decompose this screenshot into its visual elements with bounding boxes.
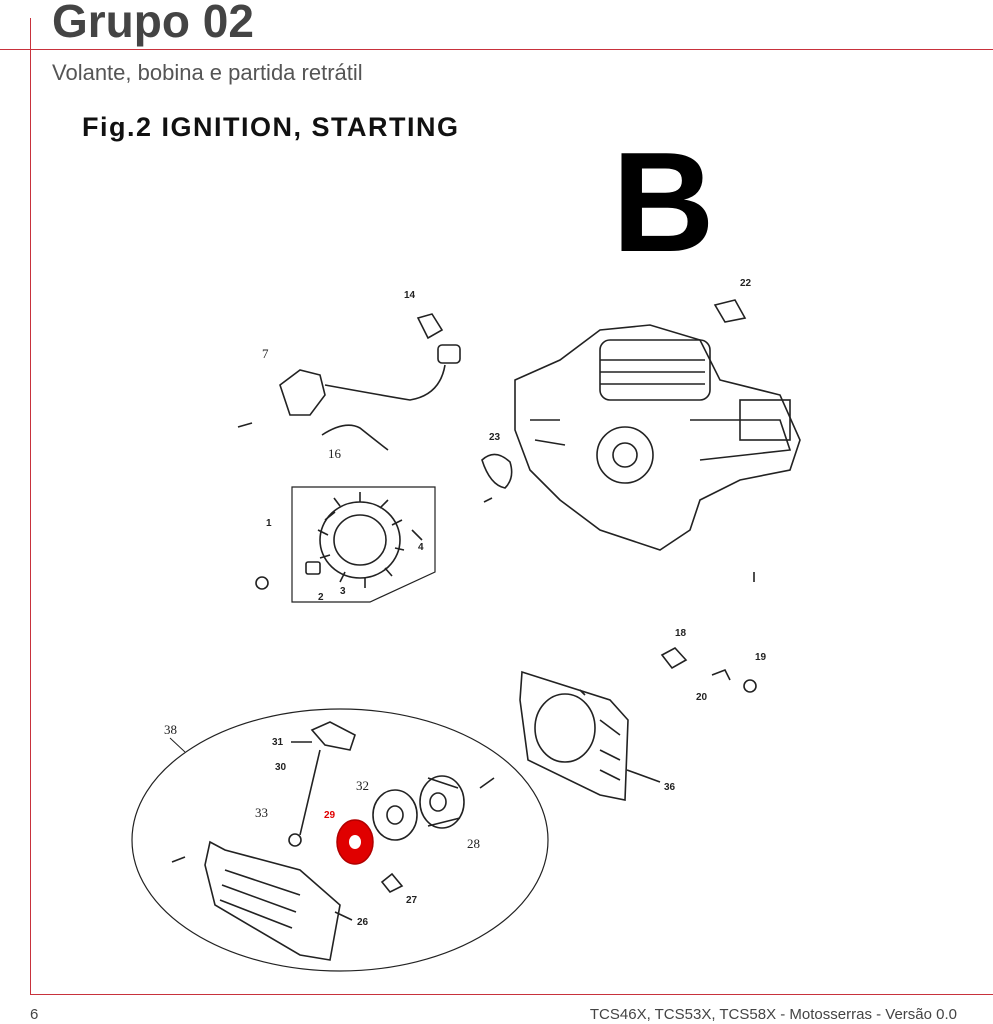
starter-handle: [310, 721, 356, 751]
part-33-spring: [288, 833, 302, 847]
page-number: 6: [30, 1006, 39, 1023]
flywheel: [255, 492, 423, 590]
label-29: 29: [324, 810, 336, 821]
footer-doc-info: TCS46X, TCS53X, TCS58X - Motosserras - V…: [589, 1006, 957, 1023]
starter-rope: [299, 749, 321, 836]
header-rule: [0, 49, 993, 50]
label-28: 28: [467, 836, 480, 851]
label-23: 23: [489, 432, 501, 443]
starter-housing: [171, 840, 353, 961]
label-33: 33: [255, 805, 268, 820]
part-27-pawl: [380, 872, 404, 894]
label-14: 14: [404, 290, 416, 301]
starter-pulley: [419, 775, 495, 829]
part-29-recoil-spring-highlighted: [336, 819, 374, 865]
starter-cover: [519, 670, 661, 801]
label-27: 27: [406, 895, 418, 906]
part-20-bolt: [711, 668, 731, 681]
label-2: 2: [318, 592, 324, 603]
part-22-bracket: [713, 299, 747, 323]
label-36: 36: [664, 782, 676, 793]
label-3: 3: [340, 586, 346, 597]
part-32-plate: [372, 789, 418, 841]
label-32: 32: [356, 778, 369, 793]
label-22: 22: [740, 278, 752, 289]
flywheel-callout-box: [291, 486, 436, 603]
recoil-starter-callout: [131, 708, 549, 972]
figure-title: Fig.2 IGNITION, STARTING: [82, 112, 460, 142]
label-19: 19: [755, 652, 767, 663]
label-18: 18: [675, 628, 687, 639]
ignition-coil: [237, 344, 461, 428]
label-1: 1: [266, 518, 272, 529]
ground-wire: [321, 424, 389, 451]
label-4: 4: [418, 542, 424, 553]
label-7: 7: [262, 346, 269, 361]
footer-rule: [30, 994, 993, 995]
label-26: 26: [357, 917, 369, 928]
engine-block: [514, 324, 801, 551]
part-23-gasket: [481, 453, 513, 489]
section-letter: B: [612, 123, 715, 282]
part-14-clip: [416, 313, 444, 340]
page-subtitle: Volante, bobina e partida retrátil: [52, 60, 363, 85]
part-18: [660, 647, 688, 670]
label-31: 31: [272, 737, 284, 748]
page-title: Grupo 02: [52, 0, 254, 47]
part-19-nut: [743, 679, 757, 693]
left-margin-rule: [30, 18, 31, 994]
label-38: 38: [164, 722, 177, 737]
label-30: 30: [275, 762, 287, 773]
label-20: 20: [696, 692, 708, 703]
label-16: 16: [328, 446, 342, 461]
